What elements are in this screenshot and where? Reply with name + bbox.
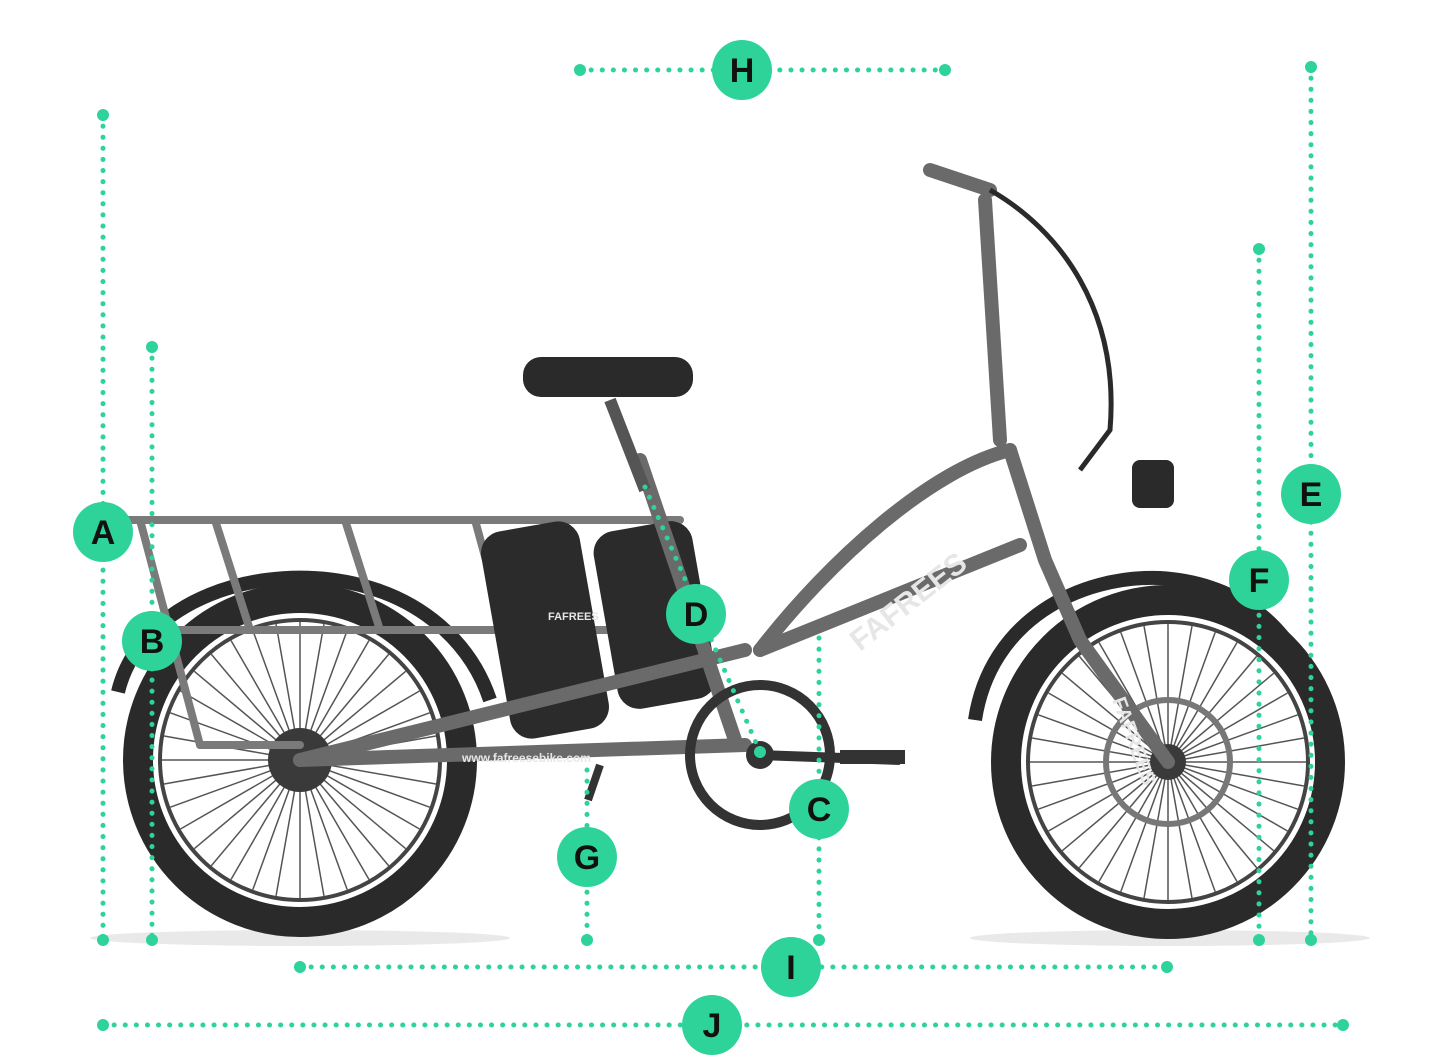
battery-brand-label: FAFREES [548,611,599,623]
wheel-spoke [1167,655,1258,763]
wheel-spoke [1167,642,1238,763]
wheel-spoke [1143,625,1169,763]
wheel-spoke [1167,714,1298,763]
wheel-spoke [1167,737,1305,763]
badge-d: D [666,584,726,644]
badge-g-label: G [574,839,600,877]
wheel-spoke [1048,761,1169,832]
wheel-spoke [1167,761,1298,810]
badge-a: A [73,502,133,562]
badge-d-label: D [684,596,709,634]
wheel-spoke [1048,692,1169,763]
wheel-spoke [1167,761,1305,787]
wheel-spoke [1120,761,1169,892]
wheel-spoke [1167,632,1216,763]
wheel-spoke [1167,761,1275,852]
wheel-spoke [1167,761,1258,869]
badge-e: E [1281,464,1341,524]
front-wheel [991,585,1345,939]
badge-c: C [789,779,849,839]
badge-i: I [761,937,821,997]
drivetrain [584,680,905,830]
badge-h-label: H [730,52,755,90]
badge-f-label: F [1249,562,1270,600]
badge-b-label: B [140,623,165,661]
wheel-spoke [1038,761,1169,810]
badge-h: H [712,40,772,100]
bike-illustration: FAFREES FAFREES www.fafreesebike.com [111,163,1345,939]
seat [523,357,693,493]
badge-i-label: I [786,949,795,987]
wheel-spoke [1167,692,1288,763]
ground-shadow-rear [90,930,510,946]
wheel-spoke [1098,761,1169,882]
website-text: www.fafreesebike.com [461,751,591,765]
wheel-spoke [1061,761,1169,852]
disc-brake-rotor [1103,697,1233,827]
badge-f: F [1229,550,1289,610]
badge-j: J [682,995,742,1055]
wheel-spoke [1167,761,1216,892]
badge-e-label: E [1300,476,1323,514]
wheel-spoke [1038,714,1169,763]
dimension-lines [97,61,1349,1031]
wheel-spoke [1167,761,1238,882]
wheel-spoke [1031,737,1169,763]
badge-c-label: C [807,791,832,829]
wheel-spoke [1143,761,1169,899]
badge-j-label: J [703,1007,722,1045]
rear-wheel [123,583,477,937]
wheel-spoke [1167,761,1193,899]
wheel-spoke [1031,761,1169,787]
headlight [1132,460,1174,508]
badge-a-label: A [91,514,116,552]
badge-b: B [122,611,182,671]
wheel-spoke [1167,761,1288,832]
wheel-spoke [1078,761,1169,869]
badge-g: G [557,827,617,887]
wheel-spoke [1167,672,1275,763]
wheel-spoke [1167,625,1193,763]
